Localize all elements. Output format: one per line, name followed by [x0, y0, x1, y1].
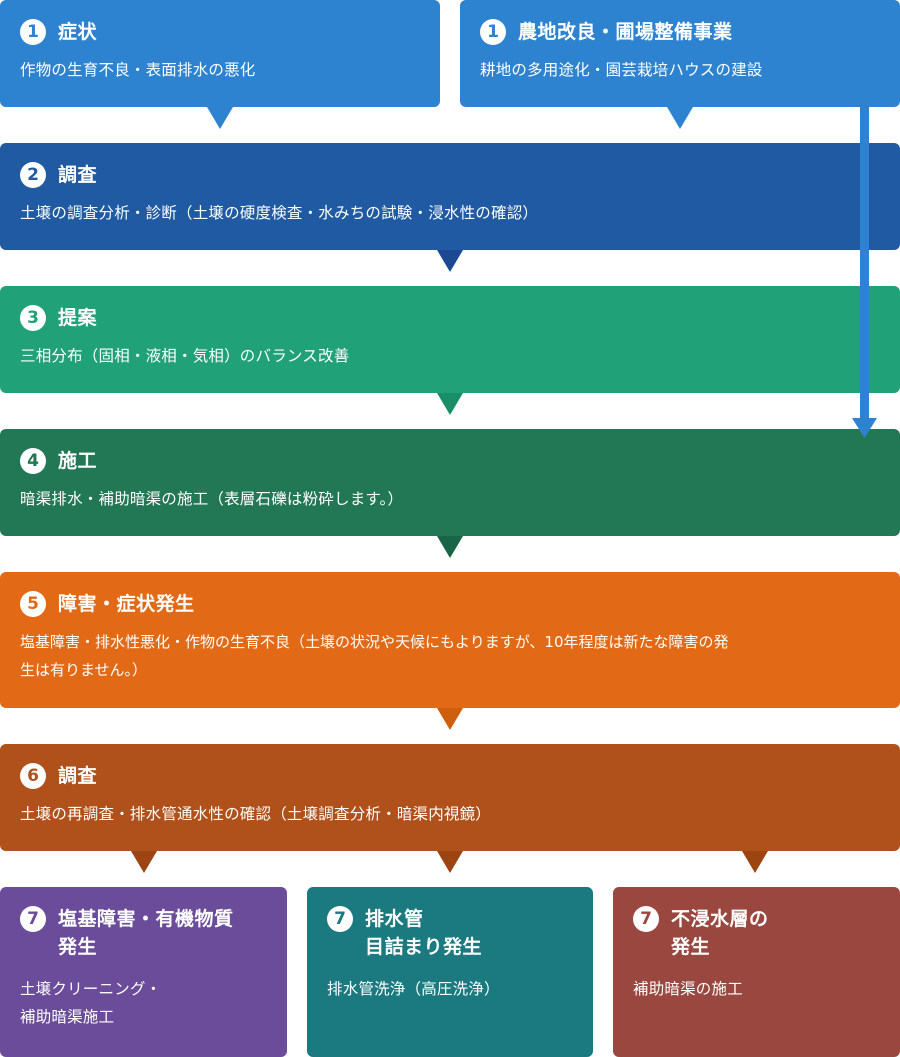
step-number-badge: 3	[20, 305, 46, 331]
step-description: 塩基障害・排水性悪化・作物の生育不良（土壌の状況や天候にもよりますが、10年程度…	[20, 633, 729, 679]
step-5-problem-occurrence: 5 障害・症状発生 塩基障害・排水性悪化・作物の生育不良（土壌の状況や天候にもよ…	[0, 572, 900, 708]
step-number-badge: 7	[633, 906, 659, 932]
step-title: 症状	[58, 21, 98, 43]
flow-arrow-down	[131, 851, 157, 873]
step-description: 排水管洗浄（高圧洗浄）	[327, 980, 500, 998]
step-description: 三相分布（固相・液相・気相）のバランス改善	[20, 347, 350, 365]
step-7-impermeable-layer: 7 不浸水層の 発生 補助暗渠の施工	[613, 887, 900, 1057]
flow-arrow-down	[667, 107, 693, 129]
step-description: 耕地の多用途化・園芸栽培ハウスの建設	[480, 61, 763, 79]
step-6-resurvey: 6 調査 土壌の再調査・排水管通水性の確認（土壌調査分析・暗渠内視鏡）	[0, 744, 900, 851]
step-description: 土壌の調査分析・診断（土壌の硬度検査・水みちの試験・浸水性の確認）	[20, 204, 539, 222]
step-number-badge: 6	[20, 763, 46, 789]
step-title: 排水管 目詰まり発生	[365, 908, 483, 958]
step-3-proposal: 3 提案 三相分布（固相・液相・気相）のバランス改善	[0, 286, 900, 393]
flow-arrow-down	[207, 107, 233, 129]
step-number-badge: 1	[480, 19, 506, 45]
flow-arrow-down	[742, 851, 768, 873]
step-title: 農地改良・圃場整備事業	[518, 21, 733, 43]
step-number-badge: 5	[20, 591, 46, 617]
step-number-badge: 2	[20, 162, 46, 188]
step-title: 提案	[58, 307, 98, 329]
step-2-survey: 2 調査 土壌の調査分析・診断（土壌の硬度検査・水みちの試験・浸水性の確認）	[0, 143, 900, 250]
step-title: 塩基障害・有機物質 発生	[58, 908, 234, 958]
step-number-badge: 1	[20, 19, 46, 45]
flow-arrow-down	[437, 536, 463, 558]
step-title: 調査	[58, 164, 98, 186]
step-description: 補助暗渠の施工	[633, 980, 743, 998]
step-title: 調査	[58, 765, 98, 787]
step-1-symptom: 1 症状 作物の生育不良・表面排水の悪化	[0, 0, 440, 107]
step-title: 施工	[58, 450, 98, 472]
step-title: 障害・症状発生	[58, 593, 195, 615]
flow-arrow-down	[437, 708, 463, 730]
step-description: 作物の生育不良・表面排水の悪化	[20, 61, 256, 79]
step-description: 土壌クリーニング・ 補助暗渠施工	[20, 980, 162, 1026]
flow-arrow-down	[437, 393, 463, 415]
step-title: 不浸水層の 発生	[671, 908, 769, 958]
step-description: 土壌の再調査・排水管通水性の確認（土壌調査分析・暗渠内視鏡）	[20, 805, 492, 823]
step-description: 暗渠排水・補助暗渠の施工（表層石礫は粉砕します。）	[20, 490, 404, 508]
step-number-badge: 7	[327, 906, 353, 932]
step-7-pipe-clogging: 7 排水管 目詰まり発生 排水管洗浄（高圧洗浄）	[307, 887, 593, 1057]
step-number-badge: 4	[20, 448, 46, 474]
flow-arrow-down	[437, 250, 463, 272]
step-number-badge: 7	[20, 906, 46, 932]
flow-arrow-down	[437, 851, 463, 873]
step-7-salt-damage: 7 塩基障害・有機物質 発生 土壌クリーニング・ 補助暗渠施工	[0, 887, 287, 1057]
step-4-construction: 4 施工 暗渠排水・補助暗渠の施工（表層石礫は粉砕します。）	[0, 429, 900, 536]
step-1-land-improvement: 1 農地改良・圃場整備事業 耕地の多用途化・園芸栽培ハウスの建設	[460, 0, 900, 107]
